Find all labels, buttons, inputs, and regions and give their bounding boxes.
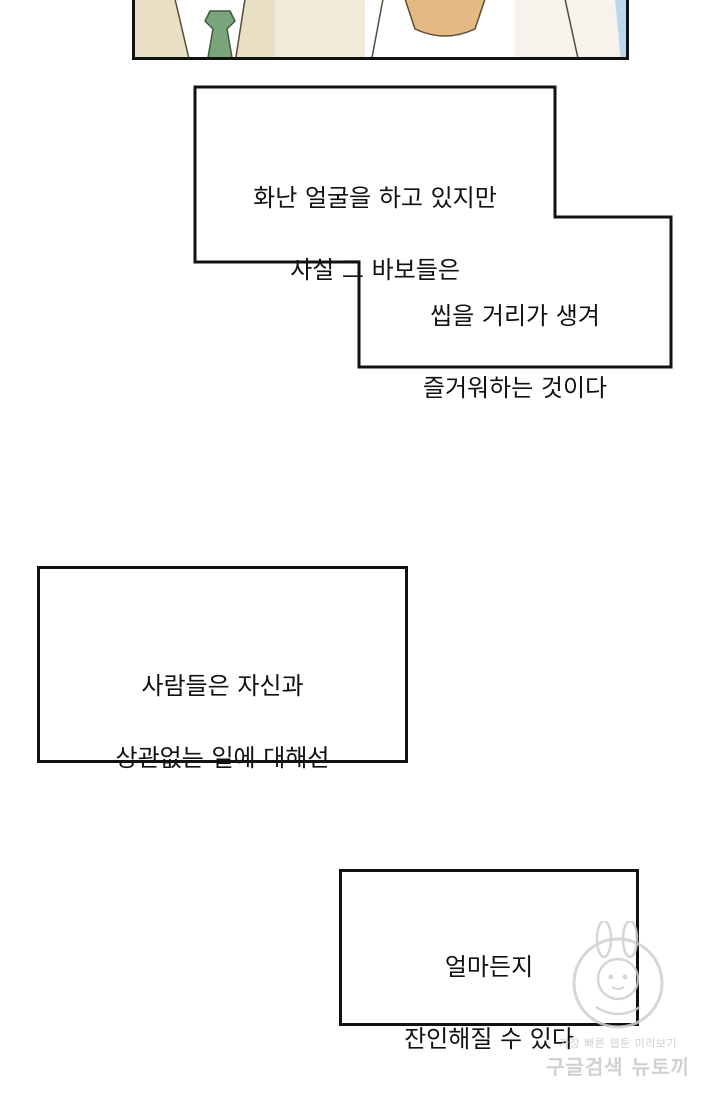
narration-line: 즐거워하는 것이다 [422,374,608,402]
narration-line: 화난 얼굴을 하고 있지만 [253,184,497,212]
site-watermark: 가장 빠른 웹툰 미리보기 구글검색 뉴토끼 [538,919,698,1080]
narration-line: 사람들은 자신과 [141,672,304,700]
narration-line: 씹을 거리가 생겨 [430,302,600,330]
narration-line: 사실 그 바보들은 [290,256,460,284]
characters-illustration [135,0,626,57]
narration-text-2: 씹을 거리가 생겨 즐거워하는 것이다 [359,262,671,442]
watermark-site-name: 구글검색 뉴토끼 [546,1055,690,1079]
narration-line: 상관없는 일에 대해선 [115,744,330,772]
narration-box-4: 얼마든지 잔인해질 수 있다 [339,869,639,1053]
watermark-tagline: 가장 빠른 웹툰 미리보기 [558,1037,678,1050]
narration-line: 잔인해질 수 있다 [404,1025,574,1053]
narration-text-3: 사람들은 자신과 상관없는 일에 대해선 [40,632,405,812]
narration-line: 얼마든지 [444,953,534,981]
narration-text-4: 얼마든지 잔인해질 수 있다 [342,913,636,1093]
bunny-mascot-logo [572,919,664,1029]
comic-panel-illustration [132,0,629,60]
narration-box-3: 사람들은 자신과 상관없는 일에 대해선 [37,566,408,772]
narration-box-staggered-outline [193,85,673,369]
narration-text-1: 화난 얼굴을 하고 있지만 사실 그 바보들은 [195,144,555,324]
